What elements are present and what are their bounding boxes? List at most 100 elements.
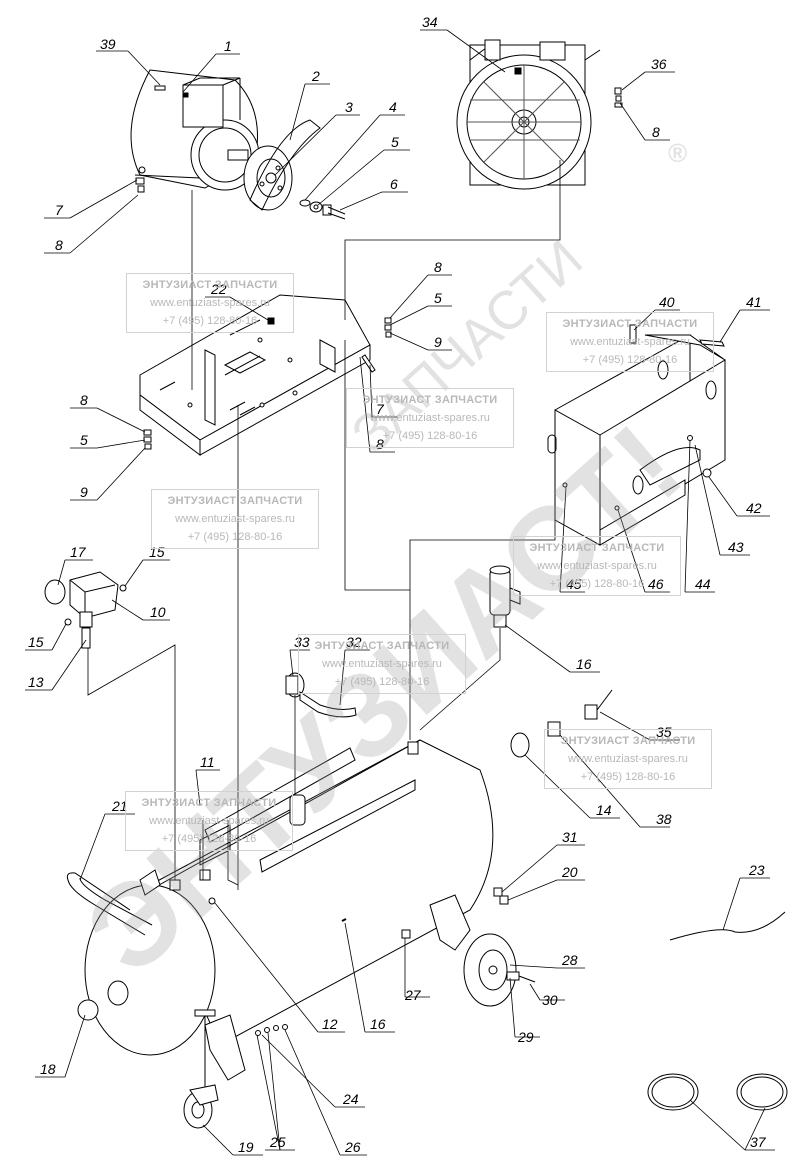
watermark-box-title: ЭНТУЗИАСТ ЗАПЧАСТИ bbox=[562, 318, 698, 330]
guard-hardware bbox=[629, 324, 725, 478]
callout-6: 6 bbox=[390, 176, 398, 192]
tank-foot bbox=[204, 894, 471, 1081]
callout-4: 4 bbox=[389, 99, 397, 115]
callout-35: 35 bbox=[656, 724, 672, 740]
callout-8: 8 bbox=[376, 436, 384, 452]
callout-46: 46 bbox=[648, 576, 664, 592]
assembly-lines bbox=[87, 160, 561, 890]
callout-23: 23 bbox=[748, 862, 765, 878]
watermark-box-phone: +7 (495) 128-80-16 bbox=[549, 578, 645, 590]
callout-12: 12 bbox=[322, 1016, 338, 1032]
callout-9: 9 bbox=[80, 484, 88, 500]
callout-1: 1 bbox=[224, 38, 232, 54]
pressure-switch bbox=[44, 571, 127, 649]
leader-lines bbox=[25, 29, 775, 1156]
bolt-36 bbox=[614, 87, 623, 108]
callout-11: 11 bbox=[200, 754, 215, 770]
watermark-box-url: www.entuziast-spares.ru bbox=[537, 560, 657, 572]
callout-5: 5 bbox=[434, 290, 442, 306]
watermark-box-title: ЭНТУЗИАСТ ЗАПЧАСТИ bbox=[167, 495, 303, 507]
callout-27: 27 bbox=[404, 987, 422, 1003]
motor-bolt-7-8 bbox=[135, 177, 145, 193]
drain-and-fittings bbox=[208, 689, 613, 1036]
watermark-box-phone: +7 (495) 128-80-16 bbox=[162, 315, 258, 327]
watermark-registered: ® bbox=[668, 138, 688, 168]
callout-33: 33 bbox=[294, 634, 310, 650]
watermark-box: ЭНТУЗИАСТ ЗАПЧАСТИ www.entuziast-spares.… bbox=[126, 273, 294, 333]
air-tank bbox=[77, 739, 494, 1056]
watermark-box-phone: +7 (495) 128-80-16 bbox=[334, 676, 430, 688]
wheel bbox=[463, 933, 536, 1007]
watermark-box: ЭНТУЗИАСТ ЗАПЧАСТИ www.entuziast-spares.… bbox=[346, 388, 514, 448]
callout-17: 17 bbox=[70, 544, 87, 560]
watermark-box-phone: +7 (495) 128-80-16 bbox=[582, 354, 678, 366]
callout-26: 26 bbox=[344, 1139, 361, 1155]
callout-9: 9 bbox=[434, 334, 442, 350]
watermark-box-title: ЭНТУЗИАСТ ЗАПЧАСТИ bbox=[560, 735, 696, 747]
callout-8: 8 bbox=[55, 237, 63, 253]
watermark-box: ЭНТУЗИАСТ ЗАПЧАСТИ www.entuziast-spares.… bbox=[513, 536, 681, 596]
watermark-box-url: www.entuziast-spares.ru bbox=[175, 513, 295, 525]
watermark-box-url: www.entuziast-spares.ru bbox=[570, 336, 690, 348]
callout-7: 7 bbox=[55, 202, 64, 218]
belt-guard bbox=[547, 334, 726, 546]
callout-14: 14 bbox=[596, 802, 612, 818]
callout-5: 5 bbox=[80, 432, 88, 448]
callout-13: 13 bbox=[28, 674, 44, 690]
watermark-box-url: www.entuziast-spares.ru bbox=[568, 753, 688, 765]
callout-34: 34 bbox=[422, 14, 438, 30]
callout-2: 2 bbox=[311, 68, 320, 84]
watermark-box-phone: +7 (495) 128-80-16 bbox=[187, 531, 283, 543]
callout-16: 16 bbox=[576, 656, 592, 672]
air-filter bbox=[489, 565, 521, 628]
plate-bolts bbox=[143, 317, 392, 450]
watermark-box-title: ЭНТУЗИАСТ ЗАПЧАСТИ bbox=[142, 279, 278, 291]
callout-21: 21 bbox=[111, 798, 128, 814]
hose-clamps bbox=[647, 1073, 788, 1111]
callout-31: 31 bbox=[562, 829, 578, 845]
callout-43: 43 bbox=[728, 539, 744, 555]
callout-32: 32 bbox=[346, 634, 362, 650]
mounting-plate bbox=[139, 294, 371, 456]
motor-pulley bbox=[243, 119, 321, 211]
watermark-box-title: ЭНТУЗИАСТ ЗАПЧАСТИ bbox=[314, 640, 450, 652]
compressor-head bbox=[456, 39, 601, 190]
watermark-box: ЭНТУЗИАСТ ЗАПЧАСТИ www.entuziast-spares.… bbox=[298, 634, 466, 694]
watermark-box-url: www.entuziast-spares.ru bbox=[322, 658, 442, 670]
callout-16: 16 bbox=[370, 1016, 386, 1032]
callout-42: 42 bbox=[746, 500, 762, 516]
callout-3: 3 bbox=[345, 99, 353, 115]
watermark-box-url: www.entuziast-spares.ru bbox=[150, 297, 270, 309]
caster bbox=[183, 1009, 219, 1129]
callout-5: 5 bbox=[391, 134, 399, 150]
watermark-box-title: ЭНТУЗИАСТ ЗАПЧАСТИ bbox=[362, 394, 498, 406]
watermark-box: ЭНТУЗИАСТ ЗАПЧАСТИ www.entuziast-spares.… bbox=[544, 729, 712, 789]
callout-28: 28 bbox=[561, 952, 578, 968]
power-cable bbox=[669, 911, 786, 941]
callout-19: 19 bbox=[238, 1139, 254, 1155]
callout-37: 37 bbox=[750, 1134, 767, 1150]
watermark-box-title: ЭНТУЗИАСТ ЗАПЧАСТИ bbox=[141, 797, 277, 809]
callout-25: 25 bbox=[269, 1134, 286, 1150]
callout-24: 24 bbox=[342, 1091, 359, 1107]
callout-44: 44 bbox=[695, 576, 711, 592]
washers-and-bolt bbox=[299, 199, 346, 220]
callout-39: 39 bbox=[100, 36, 116, 52]
watermark-box: ЭНТУЗИАСТ ЗАПЧАСТИ www.entuziast-spares.… bbox=[546, 312, 714, 372]
callout-40: 40 bbox=[659, 294, 675, 310]
watermark-box-phone: +7 (495) 128-80-16 bbox=[382, 430, 478, 442]
electric-motor bbox=[130, 69, 260, 191]
callout-20: 20 bbox=[561, 864, 578, 880]
callout-10: 10 bbox=[150, 604, 166, 620]
callout-18: 18 bbox=[40, 1061, 56, 1077]
watermark-box-title: ЭНТУЗИАСТ ЗАПЧАСТИ bbox=[529, 542, 665, 554]
callout-22: 22 bbox=[210, 281, 227, 297]
callout-36: 36 bbox=[651, 56, 667, 72]
watermark-box-phone: +7 (495) 128-80-16 bbox=[161, 833, 257, 845]
watermark-box: ЭНТУЗИАСТ ЗАПЧАСТИ www.entuziast-spares.… bbox=[125, 791, 293, 851]
callout-45: 45 bbox=[566, 576, 582, 592]
callout-8: 8 bbox=[652, 124, 660, 140]
watermark-box-url: www.entuziast-spares.ru bbox=[149, 815, 269, 827]
callout-numbers: 39 1 2 3 4 5 6 7 8 34 36 8 22 8 5 9 40 4… bbox=[28, 14, 767, 1155]
